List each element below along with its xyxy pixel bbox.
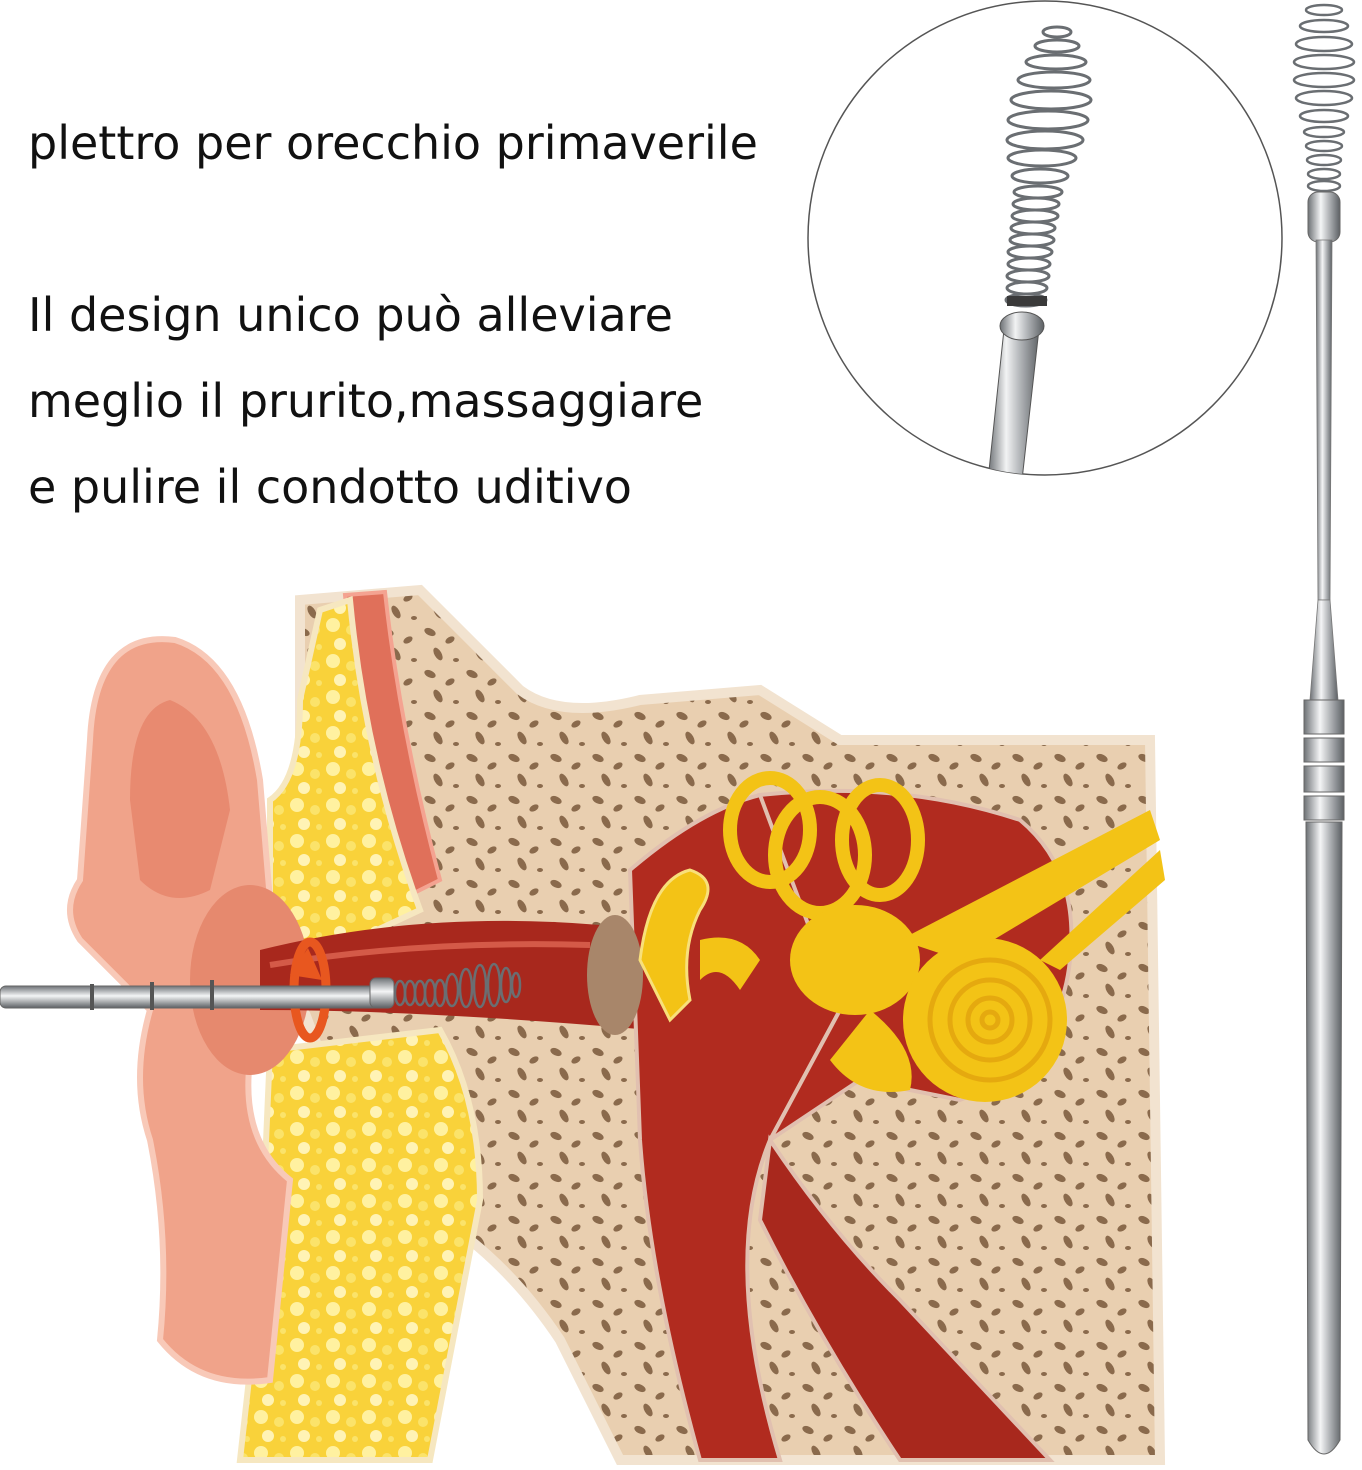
vestibule: [790, 905, 920, 1015]
fat-tissue-upper: [267, 595, 424, 985]
ear-pick-in-canal: [0, 962, 522, 1010]
eustachian-tube: [757, 1134, 1055, 1462]
spring-tip-drawing: [987, 25, 1093, 475]
spring-tip-zoom-illustration: [807, 0, 1283, 476]
ossicles: [638, 868, 710, 1023]
ear-pick-full-illustration: [1292, 3, 1356, 1455]
ear-fold: [130, 700, 230, 898]
description-line-3: e pulire il condotto uditivo: [28, 460, 632, 514]
semicircular-canals: [723, 771, 925, 920]
fat-tissue-lower: [236, 1026, 484, 1463]
ear-anatomy-illustration: [0, 584, 1166, 1465]
description-line-1: Il design unico può alleviare: [28, 288, 673, 342]
auditory-nerve: [900, 810, 1160, 960]
zoom-circle-outline: [807, 0, 1283, 476]
description-line-2: meglio il prurito,massaggiare: [28, 374, 704, 428]
eardrum: [587, 915, 643, 1035]
ear-opening: [190, 885, 310, 1075]
product-title: plettro per orecchio primaverile: [28, 116, 758, 170]
